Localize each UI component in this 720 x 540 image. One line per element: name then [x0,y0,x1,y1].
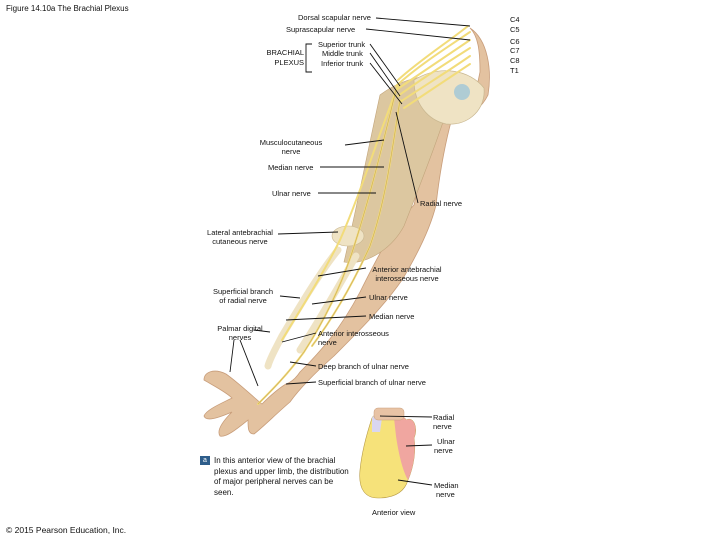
brachial-plexus-label-line1: BRACHIAL [250,48,304,57]
root-label: C5 [510,25,520,34]
superficial-ulnar-label: Superficial branch of ulnar nerve [318,378,426,387]
humeral-head [454,84,470,100]
palmar-digital-label-line1: Palmar digital [208,324,272,333]
musculocutaneous-label-line1: Musculocutaneous [236,138,346,147]
superior-trunk-label: Superior trunk [318,40,365,49]
middle-trunk-label: Middle trunk [322,49,363,58]
median-nerve-arm-label: Median nerve [268,163,313,172]
ulnar-nerve-arm-label: Ulnar nerve [272,189,311,198]
anterior-interosseous-label-line1: Anterior interosseous [318,329,389,338]
musculocutaneous-label-line2: nerve [236,147,346,156]
root-label: T1 [510,66,519,75]
anterior-view-label: Anterior view [372,508,415,517]
brachial-plexus-label-line2: PLEXUS [250,58,304,67]
plexus-bracket [306,44,312,72]
figure-caption: In this anterior view of the brachial pl… [214,456,354,498]
copyright-notice: © 2015 Pearson Education, Inc. [6,525,126,535]
root-label: C7 [510,46,520,55]
suprascapular-label: Suprascapular nerve [286,25,355,34]
ulnar-nerve-forearm-label: Ulnar nerve [369,293,408,302]
anterior-antebrachial-label-line1: Anterior antebrachial [360,265,454,274]
superficial-radial-label-line1: Superficial branch [200,287,286,296]
hand-radial-label-line2: nerve [433,422,452,431]
dorsal-scapular-label: Dorsal scapular nerve [298,13,371,22]
panel-letter-badge: a [200,456,210,465]
forearm-bones [268,250,356,366]
inferior-trunk-label: Inferior trunk [321,59,363,68]
root-label: C6 [510,37,520,46]
hand-median-label-line2: nerve [436,490,455,499]
hand-median-label-line1: Median [434,481,459,490]
hand-wrist-band [374,408,404,420]
hand-inset [360,408,416,498]
superficial-radial-label-line2: of radial nerve [200,296,286,305]
hand-ulnar-label-line2: nerve [434,446,453,455]
lateral-antebrachial-label-line2: cutaneous nerve [192,237,288,246]
hand-radial-label-line1: Radial [433,413,454,422]
root-label: C8 [510,56,520,65]
radial-nerve-arm-label: Radial nerve [420,199,462,208]
anterior-antebrachial-label-line2: interosseous nerve [360,274,454,283]
deep-ulnar-label: Deep branch of ulnar nerve [318,362,409,371]
median-nerve-forearm-label: Median nerve [369,312,414,321]
anterior-interosseous-label-line2: nerve [318,338,337,347]
hand-ulnar-label-line1: Ulnar [437,437,455,446]
lateral-antebrachial-label-line1: Lateral antebrachial [192,228,288,237]
root-label: C4 [510,15,520,24]
palmar-digital-label-line2: nerves [208,333,272,342]
